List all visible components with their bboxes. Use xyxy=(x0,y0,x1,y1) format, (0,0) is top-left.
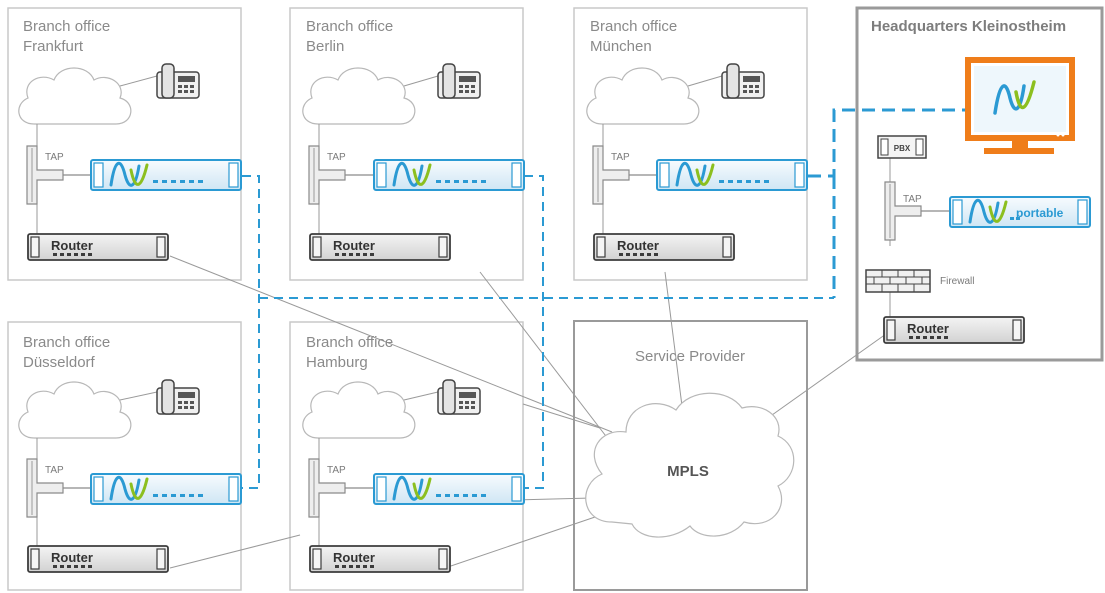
pbx-label: PBX xyxy=(894,144,911,153)
link-line xyxy=(403,75,439,87)
router-label: Router xyxy=(51,238,93,253)
tap-label: TAP xyxy=(327,152,346,163)
router-label: Router xyxy=(333,550,375,565)
router-icon xyxy=(309,233,451,261)
mpls-cloud-icon xyxy=(585,392,795,538)
firewall-label: Firewall xyxy=(940,276,974,287)
office-title-line2: München xyxy=(590,38,652,55)
probe-icon xyxy=(372,472,526,506)
link-line xyxy=(119,75,158,87)
probe-icon xyxy=(89,472,243,506)
office-title-line1: Branch office xyxy=(306,334,393,351)
portable-label: portable xyxy=(1016,206,1064,220)
probe-icon xyxy=(655,158,809,192)
tap-label: TAP xyxy=(45,152,64,163)
office-title-line1: Branch office xyxy=(590,18,677,35)
probe-icon xyxy=(89,158,243,192)
office-title-line1: Branch office xyxy=(23,18,110,35)
provider-title: Service Provider xyxy=(635,348,745,365)
link-line xyxy=(687,75,723,87)
tap-label: TAP xyxy=(903,194,922,205)
probe-portable-icon xyxy=(949,196,1091,228)
office-title-line1: Branch office xyxy=(306,18,393,35)
link-line xyxy=(119,391,158,401)
router-icon xyxy=(593,233,735,261)
hq-monitoring-link xyxy=(808,108,968,298)
router-label: Router xyxy=(907,321,949,336)
tap-label: TAP xyxy=(45,465,64,476)
office-title-line2: Frankfurt xyxy=(23,38,84,55)
router-label: Router xyxy=(617,238,659,253)
router-icon xyxy=(27,233,169,261)
office-title-line2: Berlin xyxy=(306,38,344,55)
router-label: Router xyxy=(51,550,93,565)
router-icon xyxy=(27,545,169,573)
mpls-label: MPLS xyxy=(667,463,709,480)
probe-icon xyxy=(372,158,526,192)
pbx-icon xyxy=(877,135,927,159)
tap-label: TAP xyxy=(611,152,630,163)
monitor-icon xyxy=(965,57,1075,154)
monitoring-links xyxy=(242,175,834,489)
hq-title: Headquarters Kleinostheim xyxy=(871,18,1066,35)
office-title-line2: Düsseldorf xyxy=(23,354,96,371)
router-icon xyxy=(883,316,1025,344)
tap-label: TAP xyxy=(327,465,346,476)
router-icon xyxy=(309,545,451,573)
link-line xyxy=(403,391,439,401)
firewall-icon xyxy=(865,269,931,293)
wan-links xyxy=(169,255,887,570)
office-title-line2: Hamburg xyxy=(306,354,368,371)
office-title-line1: Branch office xyxy=(23,334,110,351)
router-label: Router xyxy=(333,238,375,253)
